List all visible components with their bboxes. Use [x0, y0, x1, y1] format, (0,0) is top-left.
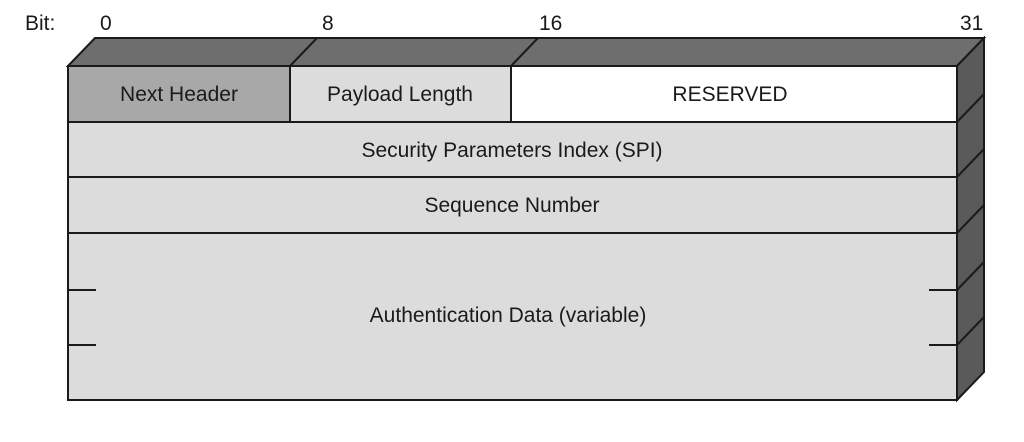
- bit-axis: Bit: 0 8 16 31: [25, 12, 983, 35]
- bit-axis-prefix: Bit:: [25, 12, 55, 35]
- sequence-number-cell: [67, 176, 958, 234]
- row-sequence: Sequence Number: [67, 176, 958, 234]
- next-header-label: Next Header: [120, 83, 238, 106]
- authentication-data-label: Authentication Data (variable): [370, 304, 647, 327]
- reserved-label: RESERVED: [672, 83, 787, 106]
- bit-tick-16: 16: [539, 12, 562, 35]
- row-1: Next Header Payload Length RESERVED: [67, 65, 958, 123]
- top-divider-16: [510, 37, 539, 67]
- top-face: [65, 37, 987, 67]
- row-auth: Authentication Data (variable): [67, 232, 958, 401]
- bit-tick-0: 0: [100, 12, 112, 35]
- reserved-cell: [510, 65, 958, 123]
- top-face-panel: [65, 37, 987, 67]
- side-edge-row2: [956, 148, 985, 178]
- bit-tick-31: 31: [960, 12, 983, 35]
- spi-label: Security Parameters Index (SPI): [361, 139, 662, 162]
- side-face: [956, 35, 985, 403]
- top-divider-8: [289, 37, 318, 67]
- payload-length-label: Payload Length: [327, 83, 473, 106]
- sequence-number-label: Sequence Number: [424, 194, 599, 217]
- spi-cell: [67, 121, 958, 178]
- side-edge-auth-a: [956, 261, 985, 291]
- side-edge-row1: [956, 93, 985, 123]
- side-edge-auth-b: [956, 316, 985, 346]
- authentication-data-cell: [67, 232, 958, 401]
- bit-tick-8: 8: [322, 12, 334, 35]
- side-edge-row3: [956, 204, 985, 234]
- row-spi: Security Parameters Index (SPI): [67, 121, 958, 178]
